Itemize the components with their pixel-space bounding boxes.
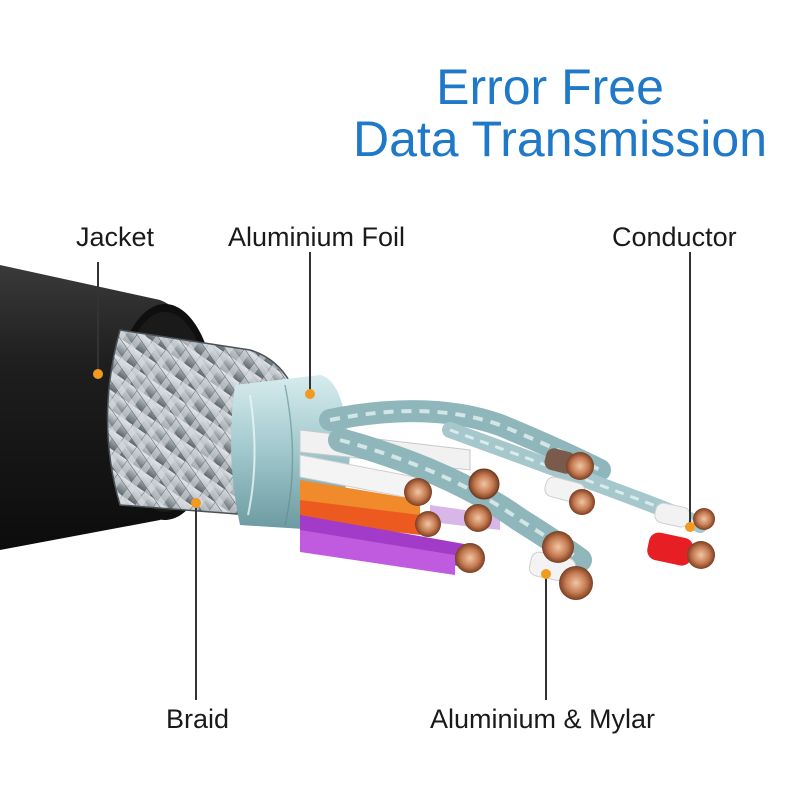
callout-markers: [93, 369, 695, 579]
callout-lines: [97, 252, 691, 700]
headline-line-2: Data Transmission: [352, 111, 768, 167]
mylar-marker: [541, 569, 551, 579]
label-aluminium-mylar: Aluminium & Mylar: [430, 704, 656, 734]
label-jacket: Jacket: [76, 222, 155, 252]
headline-line-1: Error Free: [436, 59, 664, 115]
label-conductor: Conductor: [612, 222, 737, 252]
foil-marker: [305, 389, 315, 399]
label-aluminium-foil: Aluminium Foil: [228, 222, 406, 252]
conductor-marker: [685, 522, 695, 532]
jacket-marker: [93, 369, 103, 379]
copper-ends: [404, 452, 715, 600]
braid-marker: [191, 498, 201, 508]
label-braid: Braid: [166, 704, 230, 734]
